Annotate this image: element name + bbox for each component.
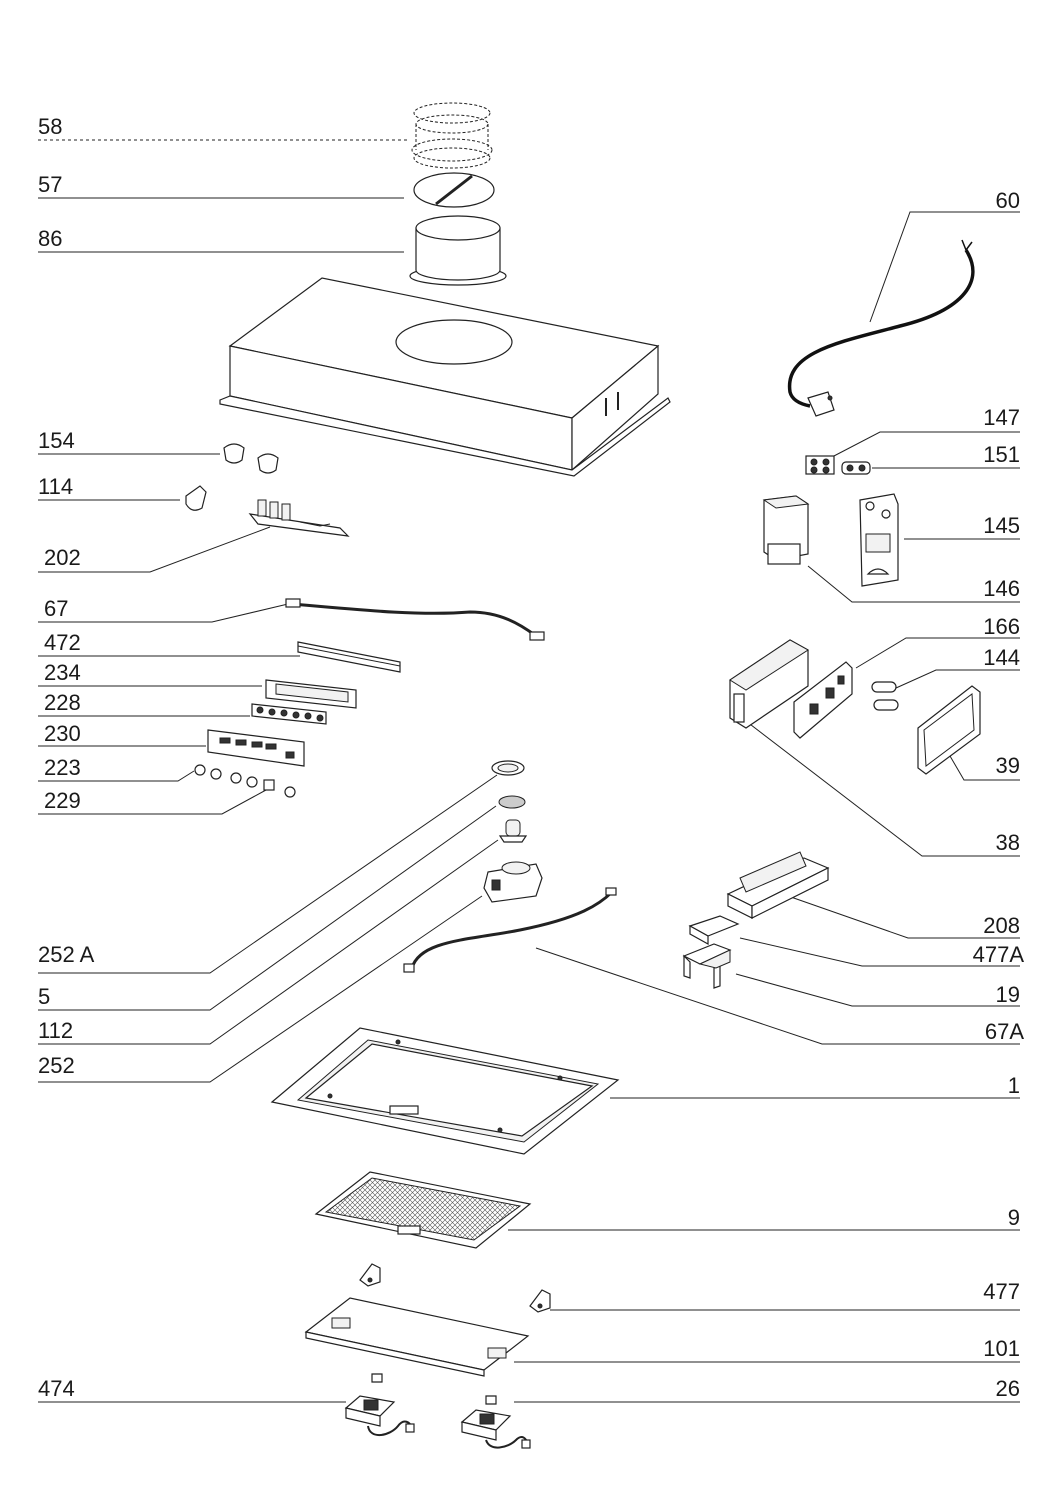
- label-112: 112: [38, 1018, 74, 1043]
- frame-1: [270, 1027, 620, 1155]
- switch-board-202: [248, 499, 350, 537]
- hood-body: [219, 277, 671, 477]
- transformer-208: [726, 851, 830, 919]
- label-202: 202: [44, 545, 81, 570]
- label-19: 19: [995, 982, 1020, 1007]
- bracket-477a: [688, 915, 740, 946]
- lamp-26: [460, 1395, 531, 1449]
- grommets-144: [871, 681, 899, 711]
- label-234: 234: [44, 660, 81, 685]
- duct-collar-58: [411, 102, 493, 169]
- label-57: 57: [38, 172, 63, 197]
- label-39: 39: [995, 753, 1020, 778]
- hinges-477: [359, 1263, 551, 1313]
- lamp-glass-5: [498, 795, 526, 809]
- label-60: 60: [995, 188, 1020, 213]
- spigot-86: [409, 215, 507, 286]
- label-145: 145: [983, 513, 1020, 538]
- label-230: 230: [44, 721, 81, 746]
- grease-filter-9: [314, 1171, 532, 1249]
- label-477a: 477A: [972, 942, 1024, 967]
- label-67a: 67A: [984, 1019, 1024, 1044]
- flap-disc-57: [413, 172, 495, 208]
- power-cord-60: [787, 239, 975, 417]
- label-114: 114: [38, 474, 74, 499]
- bracket-145: [859, 493, 899, 587]
- terminal-block-147: [805, 455, 835, 475]
- panel-101: [304, 1297, 530, 1377]
- label-474: 474: [38, 1376, 75, 1401]
- connector-151: [841, 461, 871, 475]
- label-67: 67: [44, 596, 69, 621]
- label-472: 472: [44, 630, 81, 655]
- label-252a: 252 A: [38, 942, 95, 967]
- label-166: 166: [983, 614, 1020, 639]
- label-154: 154: [38, 428, 75, 453]
- label-1: 1: [1007, 1073, 1020, 1098]
- knobs-229: [263, 779, 296, 798]
- lamp-holder-252: [483, 861, 543, 903]
- rail-472: [297, 641, 401, 673]
- frame-234: [265, 679, 357, 709]
- bracket-19: [682, 943, 732, 989]
- label-147: 147: [983, 405, 1020, 430]
- housing-38: [729, 639, 809, 729]
- label-38: 38: [995, 830, 1020, 855]
- leader-lines: [38, 139, 1020, 1403]
- label-151: 151: [983, 442, 1020, 467]
- cover-39: [917, 685, 981, 775]
- label-228: 228: [44, 690, 81, 715]
- label-252: 252: [38, 1053, 75, 1078]
- label-477: 477: [983, 1279, 1020, 1304]
- lamp-ring-252a: [491, 760, 525, 776]
- label-223: 223: [44, 755, 81, 780]
- lamp-474: [344, 1373, 415, 1436]
- control-panel-230: [207, 729, 305, 767]
- clip-114: [185, 485, 207, 511]
- label-86: 86: [38, 226, 63, 251]
- button-strip-228: [251, 703, 327, 725]
- label-208: 208: [983, 913, 1020, 938]
- label-101: 101: [983, 1336, 1020, 1361]
- label-26: 26: [995, 1376, 1020, 1401]
- pcb-166: [793, 661, 853, 739]
- wire-67a: [403, 887, 617, 973]
- label-229: 229: [44, 788, 81, 813]
- bulb-112: [498, 819, 528, 843]
- knobs-223: [194, 764, 258, 788]
- label-58: 58: [38, 114, 63, 139]
- label-9: 9: [1007, 1205, 1020, 1230]
- label-144: 144: [983, 645, 1020, 670]
- label-5: 5: [38, 984, 51, 1009]
- label-146: 146: [983, 576, 1020, 601]
- box-146: [762, 495, 810, 565]
- wire-67: [285, 598, 545, 641]
- cable-clips-154: [223, 443, 279, 474]
